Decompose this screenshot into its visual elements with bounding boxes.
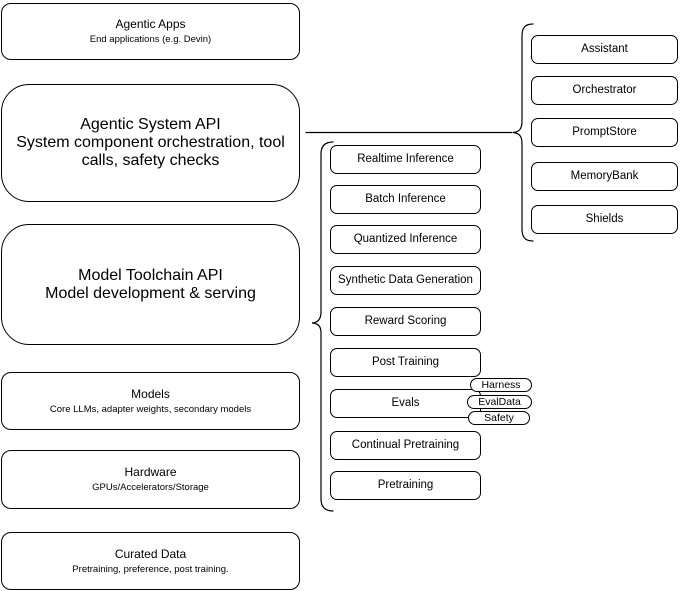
pill-evaldata: EvalData: [467, 395, 532, 409]
node-assistant: Assistant: [531, 35, 678, 64]
pill-harness: Harness: [470, 378, 532, 392]
node-title: Model Toolchain API: [78, 266, 223, 284]
node-subtitle: Pretraining, preference, post training.: [72, 563, 229, 575]
node-memorybank: MemoryBank: [531, 162, 678, 191]
brace-toolchain: [311, 141, 334, 512]
node-reward-scoring: Reward Scoring: [330, 307, 481, 336]
node-synthetic-data-generation: Synthetic Data Generation: [330, 266, 481, 295]
node-post-training: Post Training: [330, 348, 481, 377]
brace-system-components: [512, 23, 534, 242]
node-title: Hardware: [124, 465, 177, 479]
node-evals: Evals: [330, 389, 481, 418]
node-models: Models Core LLMs, adapter weights, secon…: [1, 372, 300, 430]
node-batch-inference: Batch Inference: [330, 185, 481, 214]
node-subtitle: Core LLMs, adapter weights, secondary mo…: [49, 403, 252, 415]
node-hardware: Hardware GPUs/Accelerators/Storage: [1, 450, 300, 509]
node-pretraining: Pretraining: [330, 471, 481, 500]
node-orchestrator: Orchestrator: [531, 76, 678, 105]
pill-safety: Safety: [468, 411, 530, 425]
node-quantized-inference: Quantized Inference: [330, 225, 481, 254]
node-title: Agentic System API: [80, 116, 221, 133]
node-model-toolchain-api: Model Toolchain API Model development & …: [1, 224, 300, 345]
node-title: Models: [131, 386, 170, 401]
node-curated-data: Curated Data Pretraining, preference, po…: [1, 532, 300, 590]
node-continual-pretraining: Continual Pretraining: [330, 431, 481, 460]
node-realtime-inference: Realtime Inference: [330, 145, 481, 174]
node-promptstore: PromptStore: [531, 118, 678, 147]
node-title: Curated Data: [114, 546, 187, 561]
node-subtitle: GPUs/Accelerators/Storage: [92, 482, 209, 493]
node-subtitle: End applications (e.g. Devin): [89, 34, 212, 45]
node-agentic-system-api: Agentic System API System component orch…: [1, 84, 300, 202]
node-agentic-apps: Agentic Apps End applications (e.g. Devi…: [1, 3, 300, 60]
node-subtitle: System component orchestration, tool cal…: [16, 134, 285, 169]
node-title: Agentic Apps: [115, 17, 186, 31]
node-shields: Shields: [531, 205, 678, 234]
node-subtitle: Model development & serving: [45, 284, 256, 302]
